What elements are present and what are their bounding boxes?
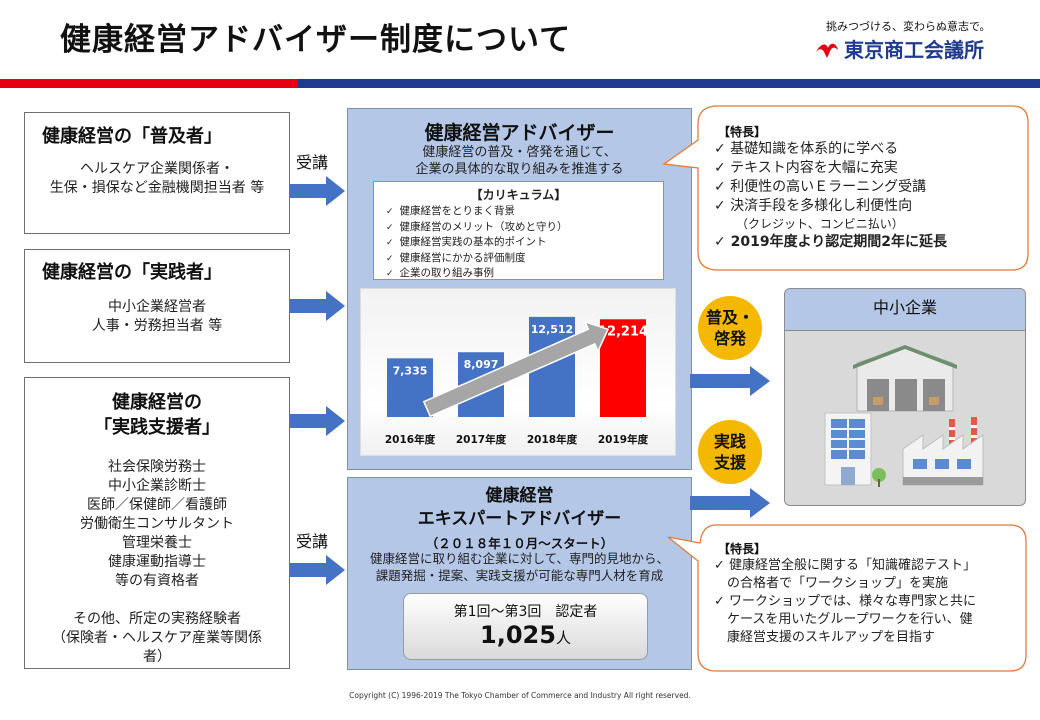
feature-sub: （クレジット、コンビニ払い） bbox=[736, 217, 904, 231]
page-title: 健康経営アドバイザー制度について bbox=[60, 22, 572, 58]
expert-advisor-title: 健康経営 エキスパートアドバイザー bbox=[417, 486, 622, 529]
advisor-description: 健康経営の普及・啓発を通じて、 企業の具体的な取り組みを推進する bbox=[415, 145, 624, 177]
feature-item: ✓ テキスト内容を大幅に充実 bbox=[714, 160, 898, 176]
feature-item: 康経営支援のスキルアップを目指す bbox=[714, 630, 936, 645]
logo-text: 東京商工会議所 bbox=[844, 38, 984, 62]
jukou-label-top: 受講 bbox=[296, 153, 329, 172]
curriculum-item: 企業の取り組み事例 bbox=[386, 266, 568, 282]
chart-data-label: 12,512 bbox=[531, 323, 573, 336]
practitioner-box: 健康経営の「実践者」 中小企業経営者 人事・労務担当者 等 bbox=[24, 249, 290, 363]
curriculum-box: 【カリキュラム】 健康経営をとりまく背景 健康経営のメリット（攻めと守り） 健康… bbox=[373, 181, 664, 280]
growth-arrow-icon bbox=[422, 320, 610, 418]
logo-mark-icon bbox=[816, 43, 838, 58]
chart-category-label: 2017年度 bbox=[456, 433, 507, 446]
arrow-right-icon bbox=[690, 366, 770, 396]
arrow-right-icon bbox=[290, 291, 345, 321]
practitioner-description: 中小企業経営者 人事・労務担当者 等 bbox=[91, 299, 223, 334]
chart-category-label: 2019年度 bbox=[598, 433, 649, 446]
practitioner-title: 健康経営の「実践者」 bbox=[42, 262, 222, 283]
fukyu-keihatsu-circle: 普及・ 啓発 bbox=[698, 296, 762, 360]
promoter-description: ヘルスケア企業関係者・ 生保・損保など金融機関担当者 等 bbox=[49, 161, 265, 196]
features-head: 【特長】 bbox=[718, 125, 767, 139]
feature-item: ✓ 基礎知識を体系的に学べる bbox=[714, 141, 899, 157]
sme-title: 中小企業 bbox=[785, 289, 1025, 331]
arrow-right-icon bbox=[290, 555, 345, 585]
chart-data-label: 12,214 bbox=[598, 324, 648, 339]
supporter-qualifications: 社会保険労務士 中小企業診断士 医師／保健師／看護師 労働衛生コンサルタント 管… bbox=[80, 459, 234, 589]
cert-label: 第1回～第3回 認定者 bbox=[453, 604, 598, 620]
tcci-logo: 東京商工会議所 bbox=[814, 34, 984, 63]
arrow-right-icon bbox=[690, 488, 770, 518]
copyright: Copyright (C) 1996-2019 The Tokyo Chambe… bbox=[349, 691, 691, 700]
features-callout-bubble bbox=[662, 105, 1029, 271]
sme-box: 中小企業 bbox=[784, 288, 1026, 506]
curriculum-item: 健康経営にかかる評価制度 bbox=[386, 251, 568, 267]
curriculum-item: 健康経営をとりまく背景 bbox=[386, 204, 568, 220]
chart-category-label: 2016年度 bbox=[385, 433, 436, 446]
supporter-others: その他、所定の実務経験者 （保険者・ヘルスケア産業等関係 者） bbox=[52, 611, 262, 665]
chart-bar bbox=[600, 319, 646, 417]
chart-bar bbox=[387, 358, 433, 417]
feature-item: ✓ 健康経営全般に関する「知識確認テスト」 bbox=[714, 558, 977, 573]
curriculum-title: 【カリキュラム】 bbox=[470, 188, 567, 202]
supporter-title: 健康経営の 「実践支援者」 bbox=[94, 392, 220, 438]
cert-number: 1,025 bbox=[480, 621, 556, 649]
supporter-box: 健康経営の 「実践支援者」 社会保険労務士 中小企業診断士 医師／保健師／看護師… bbox=[24, 377, 290, 669]
expert-description: 健康経営に取り組む企業に対して、専門的見地から、 課題発掘・提案、実践支援が可能… bbox=[369, 551, 669, 583]
feature-item-bold: ✓ 2019年度より認定期間2年に延長 bbox=[714, 234, 948, 250]
certified-count-chart: 7,335 2016年度 8,097 2017年度 12,512 2018年度 12,214… bbox=[360, 288, 676, 456]
certified-count-box: 第1回～第3回 認定者 1,025人 bbox=[403, 593, 648, 660]
advisor-features-list: ✓ 基礎知識を体系的に学べる ✓ テキスト内容を大幅に充実 ✓ 利便性の高いＥラ… bbox=[714, 140, 947, 252]
curriculum-item: 健康経営のメリット（攻めと守り） bbox=[386, 220, 568, 236]
advisor-title: 健康経営アドバイザー bbox=[424, 122, 615, 144]
expert-features-callout-bubble bbox=[667, 524, 1027, 672]
arrow-right-icon bbox=[290, 176, 345, 206]
feature-item: の合格者で「ワークショップ」を実施 bbox=[714, 576, 949, 591]
promoter-title: 健康経営の「普及者」 bbox=[42, 126, 222, 147]
expert-features-list: ✓ 健康経営全般に関する「知識確認テスト」 の合格者で「ワークショップ」を実施 … bbox=[714, 557, 976, 647]
chart-data-label: 8,097 bbox=[464, 358, 499, 371]
cert-unit: 人 bbox=[555, 629, 571, 647]
slogan: 挑みつづける、変わらぬ意志で。 bbox=[826, 20, 991, 33]
header-divider-red bbox=[0, 79, 298, 88]
curriculum-item: 健康経営実践の基本的ポイント bbox=[386, 235, 568, 251]
factory-illustration-icon bbox=[824, 345, 984, 487]
feature-item: ✓ 利便性の高いＥラーニング受講 bbox=[714, 179, 927, 195]
chart-category-label: 2018年度 bbox=[527, 433, 578, 446]
arrow-right-icon bbox=[290, 406, 345, 436]
bar-chart-svg: 7,335 2016年度 8,097 2017年度 12,512 2018年度 12,214… bbox=[385, 316, 649, 446]
header-divider-blue bbox=[298, 79, 1040, 88]
jukou-label-bottom: 受講 bbox=[296, 532, 329, 551]
feature-item: ✓ 決済手段を多様化し利便性向 bbox=[714, 198, 913, 214]
jissen-shien-circle: 実践 支援 bbox=[698, 420, 762, 484]
feature-item: ケースを用いたグループワークを行い、健 bbox=[714, 612, 973, 627]
chart-data-label: 7,335 bbox=[393, 364, 428, 377]
expert-features-head: 【特長】 bbox=[718, 542, 767, 556]
expert-period: （２０１８年１０月～スタート） bbox=[425, 536, 614, 551]
curriculum-list: 健康経営をとりまく背景 健康経営のメリット（攻めと守り） 健康経営実践の基本的ポ… bbox=[386, 204, 568, 282]
feature-item: ✓ ワークショップでは、様々な専門家と共に bbox=[714, 594, 977, 609]
promoter-box: 健康経営の「普及者」 ヘルスケア企業関係者・ 生保・損保など金融機関担当者 等 bbox=[24, 112, 290, 234]
